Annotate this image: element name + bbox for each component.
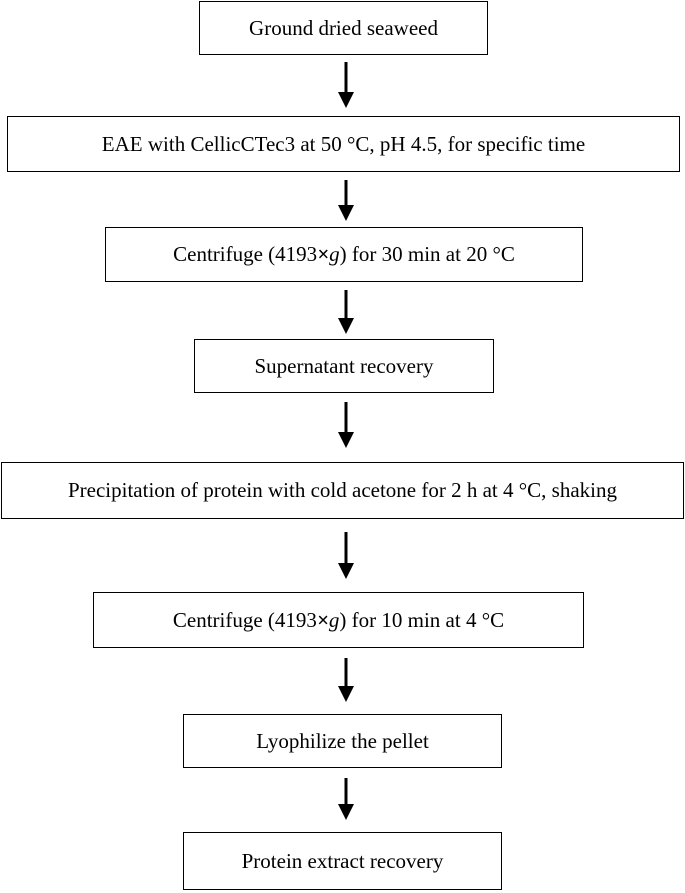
step-label: Precipitation of protein with cold aceto… bbox=[67, 478, 617, 502]
multiply-symbol: × bbox=[317, 242, 330, 266]
step-protein-extract-recovery: Protein extract recovery bbox=[183, 832, 502, 890]
step-supernatant-recovery: Supernatant recovery bbox=[194, 339, 494, 393]
multiply-symbol: × bbox=[316, 607, 329, 632]
arrow-7 bbox=[338, 778, 354, 820]
arrow-6 bbox=[338, 658, 354, 702]
step-label: EAE with CellicCTec3 at 50 °C, pH 4.5, f… bbox=[101, 131, 586, 156]
step-label-prefix: Centrifuge (4193 bbox=[173, 242, 318, 266]
arrow-5 bbox=[338, 532, 354, 579]
step-label-suffix: ) for 30 min at 20 °C bbox=[339, 242, 515, 266]
step-label: Ground dried seaweed bbox=[249, 15, 438, 40]
arrow-2 bbox=[338, 180, 354, 221]
step-eae: EAE with CellicCTec3 at 50 °C, pH 4.5, f… bbox=[7, 116, 680, 172]
step-ground-dried-seaweed: Ground dried seaweed bbox=[199, 1, 488, 55]
step-precipitation: Precipitation of protein with cold aceto… bbox=[1, 462, 684, 519]
step-lyophilize: Lyophilize the pellet bbox=[183, 714, 502, 768]
arrow-1 bbox=[338, 62, 354, 108]
step-label-suffix: ) for 10 min at 4 °C bbox=[339, 607, 505, 632]
step-label: Lyophilize the pellet bbox=[256, 728, 429, 753]
step-label: Supernatant recovery bbox=[254, 353, 434, 378]
step-label-prefix: Centrifuge (4193 bbox=[172, 607, 317, 632]
arrow-4 bbox=[338, 402, 354, 448]
g-unit: g bbox=[328, 607, 340, 632]
step-label: Protein extract recovery bbox=[241, 848, 444, 873]
step-centrifuge-30min: Centrifuge (4193 ×g) for 30 min at 20 °C bbox=[105, 227, 583, 282]
step-centrifuge-10min: Centrifuge (4193 ×g) for 10 min at 4 °C bbox=[93, 592, 584, 648]
g-unit: g bbox=[329, 242, 340, 266]
arrow-3 bbox=[338, 290, 354, 334]
